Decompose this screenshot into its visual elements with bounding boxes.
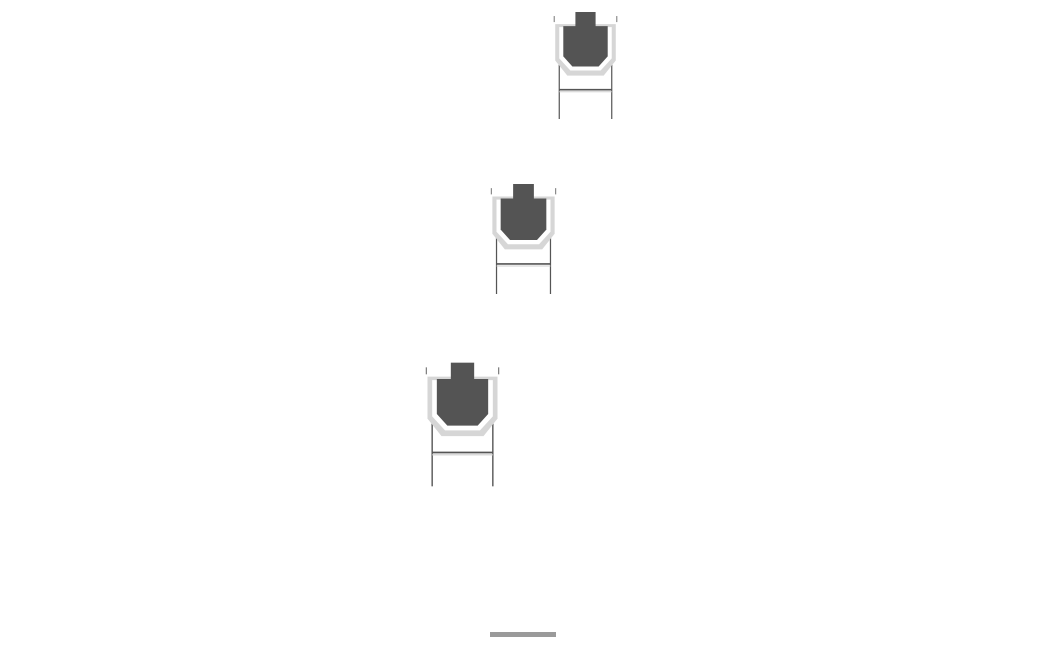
- target-head: [450, 362, 475, 381]
- target-body: [500, 198, 547, 241]
- target-head: [513, 184, 534, 200]
- target-1[interactable]: [552, 12, 619, 119]
- target-2[interactable]: [489, 184, 558, 294]
- target-head: [575, 12, 596, 28]
- target-3[interactable]: [424, 361, 501, 488]
- ground-bar: [490, 632, 556, 637]
- target-body: [436, 379, 489, 426]
- target-body: [563, 26, 608, 67]
